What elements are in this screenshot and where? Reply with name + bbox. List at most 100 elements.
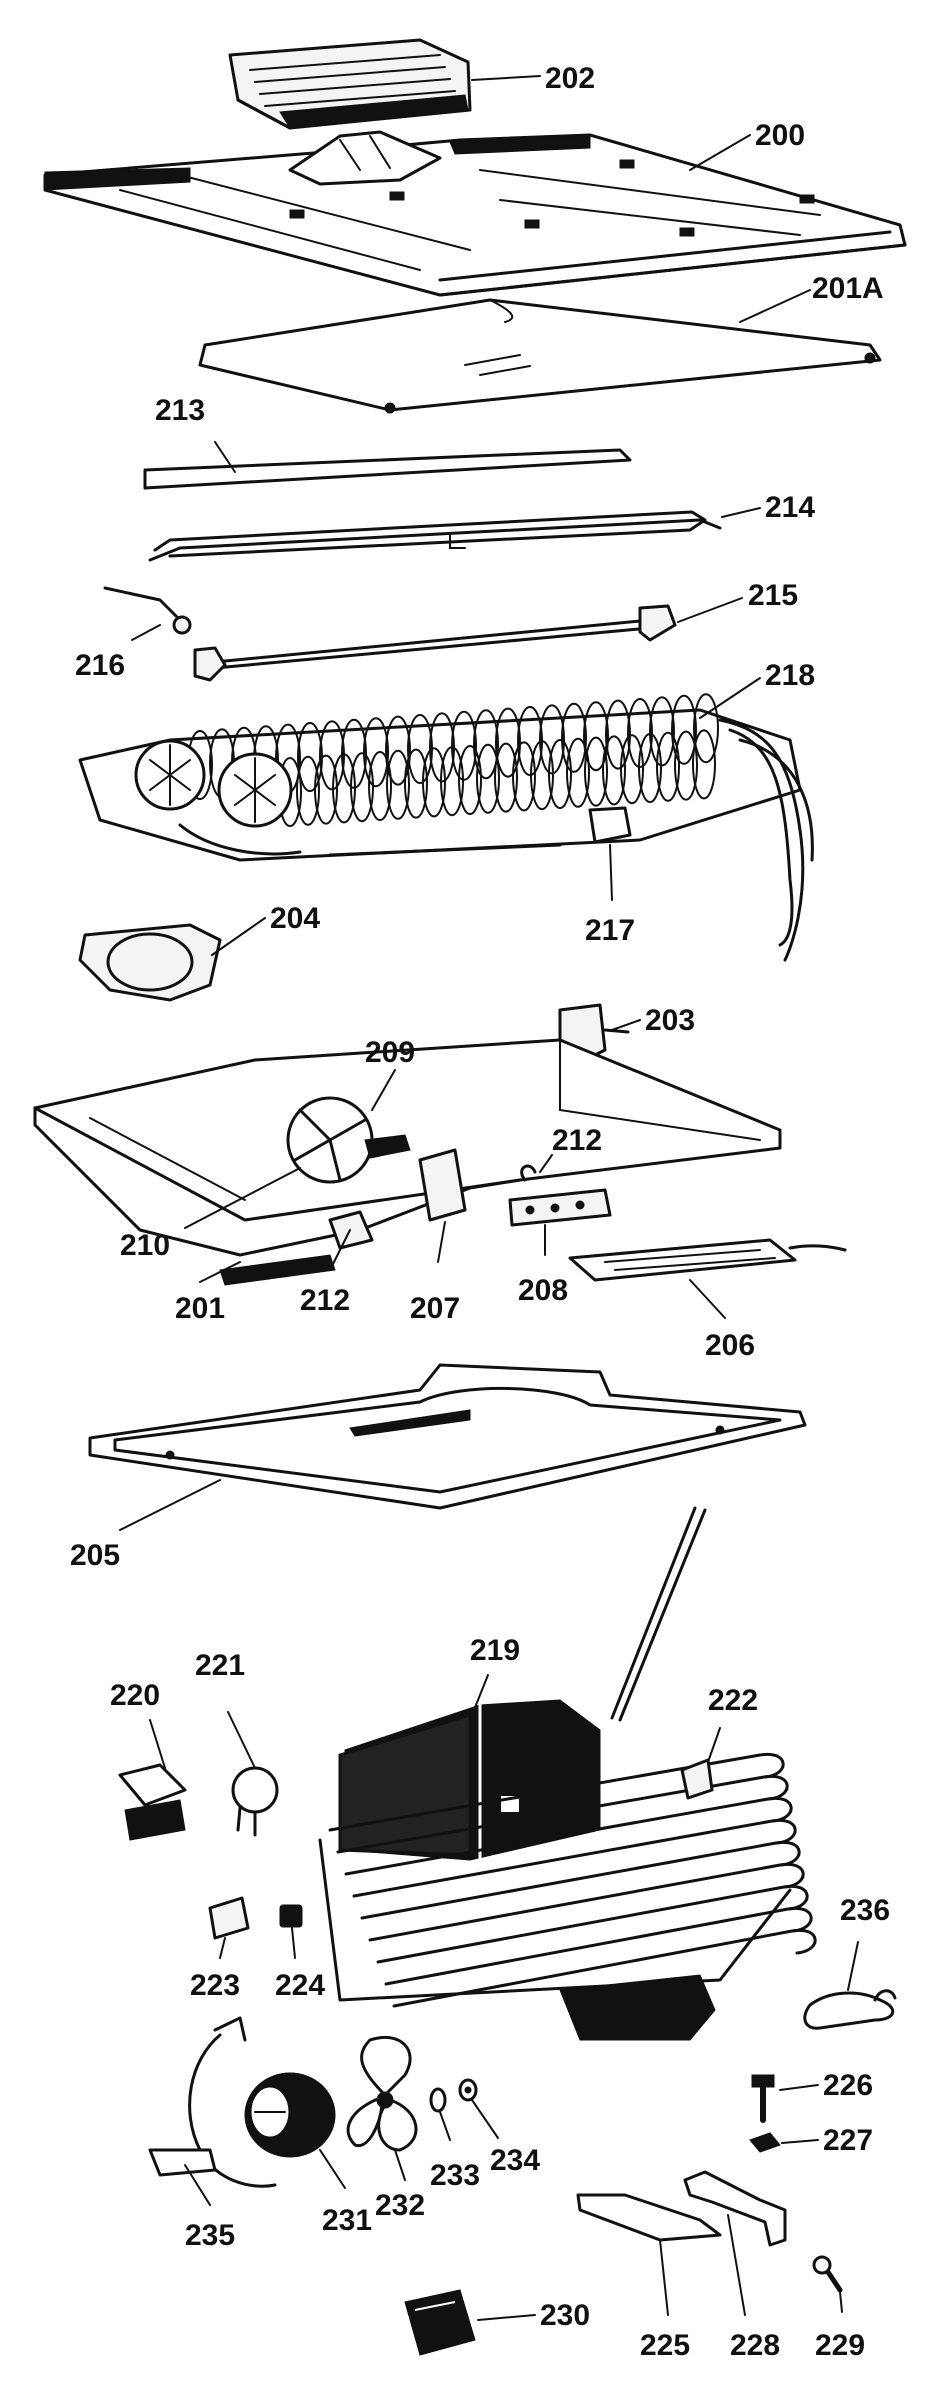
coil-fin bbox=[368, 751, 392, 821]
leader-212b bbox=[539, 1154, 553, 1173]
part-215-rod bbox=[193, 604, 677, 682]
label-200: 200 bbox=[755, 119, 805, 152]
label-221: 221 bbox=[195, 1649, 245, 1682]
label-231: 231 bbox=[322, 2204, 372, 2237]
label-234: 234 bbox=[490, 2144, 540, 2177]
coil-fin bbox=[495, 707, 521, 778]
label-223: 223 bbox=[190, 1969, 240, 2002]
leader-214 bbox=[721, 507, 761, 518]
coil-fin bbox=[692, 729, 716, 800]
coil-fin bbox=[583, 701, 609, 772]
label-232: 232 bbox=[375, 2189, 425, 2222]
label-235: 235 bbox=[185, 2219, 235, 2252]
label-201: 201 bbox=[175, 1292, 225, 1325]
label-213: 213 bbox=[155, 394, 205, 427]
label-205: 205 bbox=[70, 1539, 120, 1572]
tube-line bbox=[618, 1508, 707, 1722]
coil-fin bbox=[451, 710, 477, 781]
label-229: 229 bbox=[815, 2329, 865, 2362]
part-201-base-pan bbox=[33, 1038, 782, 1286]
coil-fin bbox=[605, 699, 631, 770]
coil-fin bbox=[656, 731, 680, 802]
leader-216 bbox=[131, 624, 161, 641]
leader-231 bbox=[319, 2149, 346, 2189]
part-235-fan-bracket bbox=[148, 2016, 277, 2188]
part-220-relay bbox=[118, 1763, 187, 1841]
coil-fin bbox=[476, 743, 500, 814]
leader-223 bbox=[219, 1937, 226, 1959]
part-condenser-coil bbox=[318, 1752, 817, 2041]
label-220: 220 bbox=[110, 1679, 160, 1712]
part-204-shroud bbox=[78, 923, 222, 1002]
coil-fin bbox=[350, 752, 374, 823]
part-216-clip bbox=[103, 586, 192, 635]
part-233-washer bbox=[429, 2087, 447, 2113]
coil-fin bbox=[674, 730, 698, 801]
label-216: 216 bbox=[75, 649, 125, 682]
leader-218 bbox=[699, 677, 761, 719]
label-212a: 212 bbox=[300, 1284, 350, 1317]
leader-220 bbox=[149, 1719, 166, 1769]
coil-fin bbox=[548, 739, 572, 809]
coil-fin bbox=[693, 693, 719, 764]
label-201A: 201A bbox=[812, 272, 884, 305]
coil-fin bbox=[332, 753, 356, 824]
part-219-compressor bbox=[338, 1699, 601, 1862]
leader-227 bbox=[781, 2139, 819, 2144]
coil-fin bbox=[566, 737, 590, 808]
leader-225 bbox=[659, 2239, 669, 2316]
part-200-top-panel bbox=[43, 130, 907, 297]
part-227-nut bbox=[749, 2132, 781, 2153]
coil-fin bbox=[386, 749, 410, 820]
leader-229 bbox=[839, 2291, 843, 2313]
leader-224 bbox=[291, 1927, 296, 1959]
part-201A-pad bbox=[198, 298, 882, 414]
coil-fin bbox=[561, 702, 587, 773]
leader-212a bbox=[329, 1229, 351, 1271]
label-209: 209 bbox=[365, 1036, 415, 1069]
leader-217 bbox=[609, 844, 613, 901]
label-219: 219 bbox=[470, 1634, 520, 1667]
leader-200 bbox=[689, 134, 751, 171]
label-202: 202 bbox=[545, 62, 595, 95]
label-208: 208 bbox=[518, 1274, 568, 1307]
coil-fin bbox=[584, 736, 608, 807]
part-229-screw bbox=[812, 2255, 843, 2293]
label-207: 207 bbox=[410, 1292, 460, 1325]
coil-fin bbox=[473, 709, 499, 780]
leader-205 bbox=[119, 1479, 221, 1531]
leader-201 bbox=[199, 1261, 241, 1283]
part-231-fan-motor bbox=[244, 2072, 336, 2158]
coil-fin bbox=[422, 747, 446, 818]
coil-fin bbox=[404, 748, 428, 819]
leader-230 bbox=[477, 2314, 536, 2321]
coil-fin bbox=[649, 696, 675, 767]
label-204: 204 bbox=[270, 902, 320, 935]
part-214-bracket bbox=[148, 510, 722, 562]
part-221-overload bbox=[231, 1766, 279, 1837]
part-205-frame bbox=[88, 1363, 807, 1510]
part-202-grille bbox=[228, 38, 472, 130]
leader-234 bbox=[471, 2099, 499, 2139]
condenser-fan-plate bbox=[559, 1974, 716, 2041]
part-206-heater bbox=[568, 1238, 847, 1282]
label-217: 217 bbox=[585, 914, 635, 947]
leader-209 bbox=[371, 1069, 396, 1111]
tube-line-2 bbox=[610, 1506, 697, 1720]
coil-fin bbox=[314, 754, 338, 825]
part-236-spring bbox=[803, 1989, 897, 2030]
coil-fin bbox=[296, 755, 320, 826]
leader-202 bbox=[471, 75, 541, 81]
part-222-bracket bbox=[680, 1758, 714, 1800]
part-224-grommet bbox=[279, 1904, 303, 1928]
coil-fin bbox=[363, 717, 389, 788]
leader-203 bbox=[611, 1019, 641, 1031]
part-223-clip bbox=[208, 1896, 250, 1940]
leader-235 bbox=[184, 2164, 211, 2206]
part-232-fan-blade bbox=[346, 2035, 418, 2152]
leader-201A bbox=[739, 289, 811, 323]
leader-226 bbox=[779, 2084, 819, 2091]
leader-228 bbox=[727, 2214, 746, 2316]
part-208-terminal-board bbox=[508, 1188, 612, 1227]
